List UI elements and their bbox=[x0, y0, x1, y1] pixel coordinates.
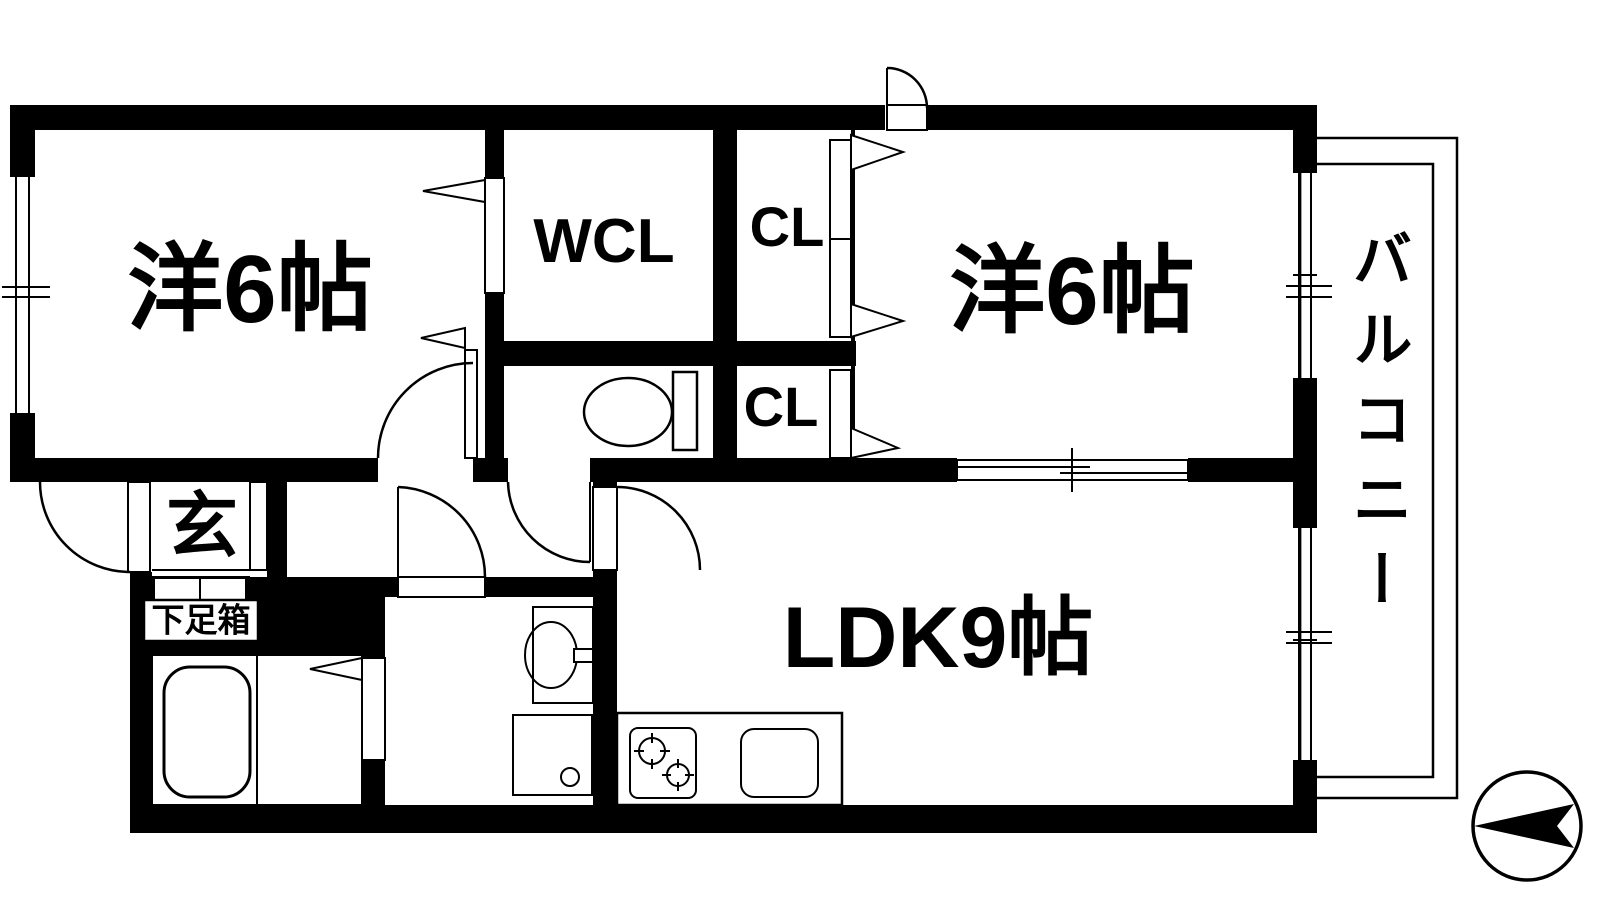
wall-segment bbox=[485, 130, 504, 178]
wall-segment bbox=[267, 482, 287, 577]
entrance-details bbox=[142, 481, 268, 643]
wall-segment bbox=[485, 341, 856, 366]
toilet-icon bbox=[582, 370, 699, 452]
wall-segment bbox=[10, 458, 378, 482]
bedroom-right-door bbox=[886, 66, 929, 131]
bathroom bbox=[151, 654, 363, 806]
room-label-ldk: LDK9帖 bbox=[782, 590, 1094, 686]
bath-door bbox=[309, 656, 386, 761]
wall-segment bbox=[10, 105, 885, 130]
washroom-door bbox=[397, 485, 487, 598]
wall-segment bbox=[851, 130, 855, 458]
room-label-closet-bottom: CL bbox=[743, 375, 819, 438]
wall-segment bbox=[473, 458, 508, 482]
wall-segment bbox=[362, 577, 398, 597]
window-left-bedroom bbox=[2, 177, 50, 413]
stove-icon bbox=[629, 727, 697, 799]
wall-segment bbox=[593, 570, 617, 805]
wall-segment bbox=[362, 760, 385, 805]
walls bbox=[10, 105, 1317, 833]
kitchen-sink-icon bbox=[740, 728, 819, 798]
compass-icon bbox=[1471, 770, 1583, 882]
room-label-bedroom-right: 洋6帖 bbox=[949, 238, 1195, 345]
wcl-door bbox=[422, 177, 505, 294]
kitchen bbox=[615, 711, 844, 807]
wall-segment bbox=[928, 105, 1293, 130]
room-label-closet-top: CL bbox=[749, 195, 825, 258]
ldk-door bbox=[592, 485, 702, 571]
wall-segment bbox=[10, 105, 35, 177]
wall-segment bbox=[485, 293, 504, 458]
room-label-entrance: 玄 bbox=[165, 487, 239, 567]
wall-segment bbox=[485, 577, 593, 597]
window-ldk bbox=[1286, 528, 1332, 760]
wall-segment bbox=[362, 597, 385, 658]
wall-segment bbox=[1293, 378, 1317, 528]
sliding-door bbox=[956, 448, 1189, 492]
entrance-side-cabinet bbox=[249, 481, 268, 571]
wall-segment bbox=[590, 458, 957, 482]
shoe-cabinet bbox=[153, 577, 247, 601]
room-label-shoe-box: 下足箱 bbox=[151, 601, 251, 639]
wall-segment bbox=[713, 130, 737, 458]
wall-segment bbox=[130, 805, 1317, 833]
washbasin-icon bbox=[524, 606, 594, 704]
wall-segment bbox=[1188, 458, 1293, 482]
room-label-bedroom-left: 洋6帖 bbox=[127, 236, 373, 343]
windows bbox=[2, 173, 1332, 760]
window-right-bedroom bbox=[1286, 173, 1332, 378]
closet-top-doors bbox=[829, 133, 907, 339]
bathtub-icon bbox=[162, 665, 252, 799]
room-label-wcl: WCL bbox=[533, 207, 675, 276]
balcony-outline bbox=[1298, 136, 1459, 800]
toilet-door bbox=[506, 481, 591, 564]
wall-segment bbox=[593, 482, 617, 487]
entrance-door bbox=[38, 481, 151, 574]
shoe-box-label-frame bbox=[142, 598, 260, 643]
bedroom-left-door bbox=[376, 326, 478, 459]
washroom-fixtures bbox=[512, 606, 594, 796]
room-label-balcony: バルコニー bbox=[1344, 228, 1411, 628]
closet-bottom-door bbox=[829, 369, 902, 460]
washing-machine-pan-icon bbox=[512, 714, 593, 796]
kitchen-counter bbox=[615, 711, 844, 807]
